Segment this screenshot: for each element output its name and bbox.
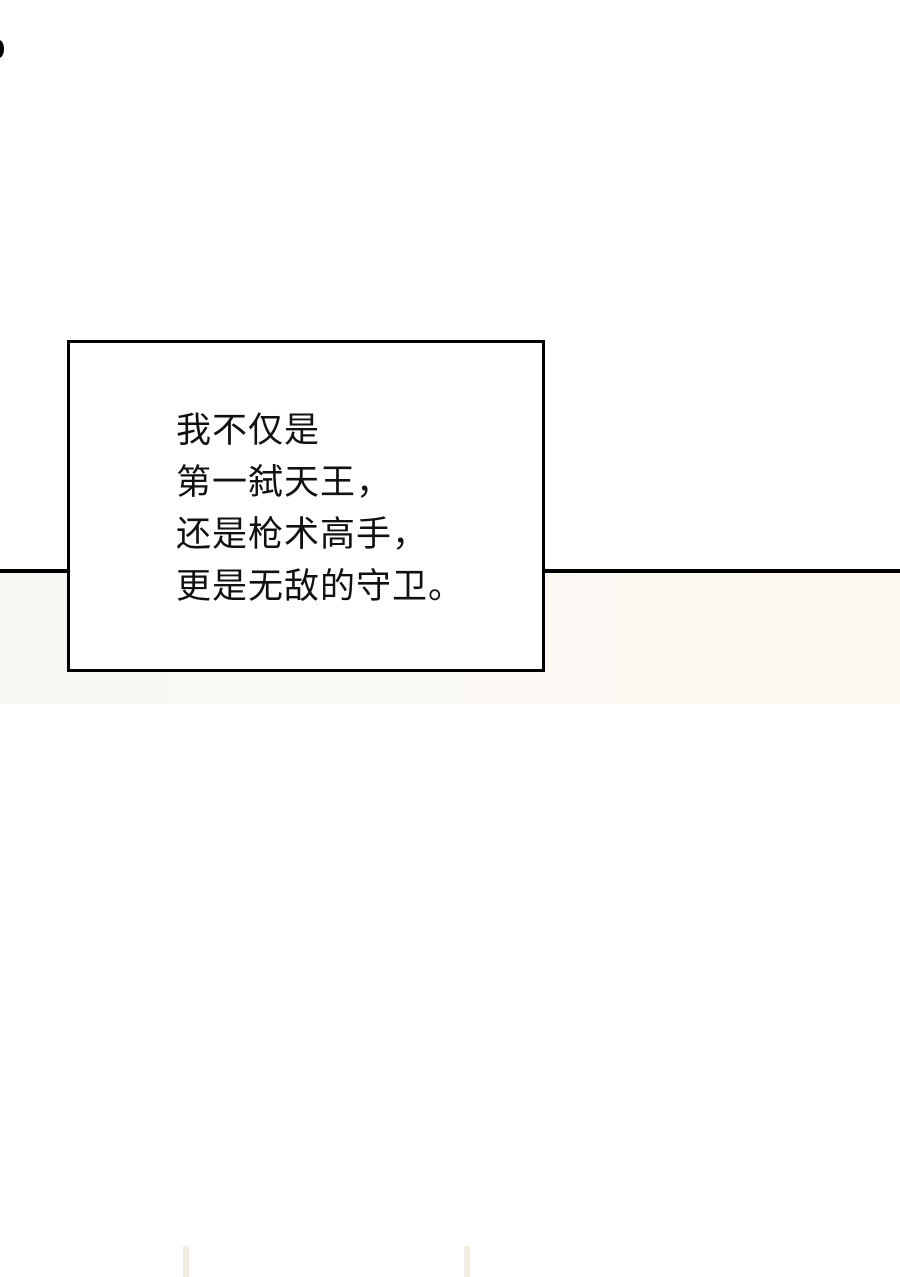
caption-line: 还是枪术高手， [176, 515, 429, 555]
caption-line: 更是无敌的守卫。 [176, 567, 465, 607]
background-pole [183, 1246, 189, 1277]
caption-box: 我不仅是 第一弑天王， 还是枪术高手， 更是无敌的守卫。 [67, 340, 545, 672]
edge-mark [0, 40, 4, 58]
caption-line: 第一弑天王， [176, 463, 393, 503]
caption-text: 我不仅是 第一弑天王， 还是枪术高手， 更是无敌的守卫。 [176, 405, 464, 613]
caption-line: 我不仅是 [176, 411, 321, 451]
background-pole [464, 1246, 470, 1277]
